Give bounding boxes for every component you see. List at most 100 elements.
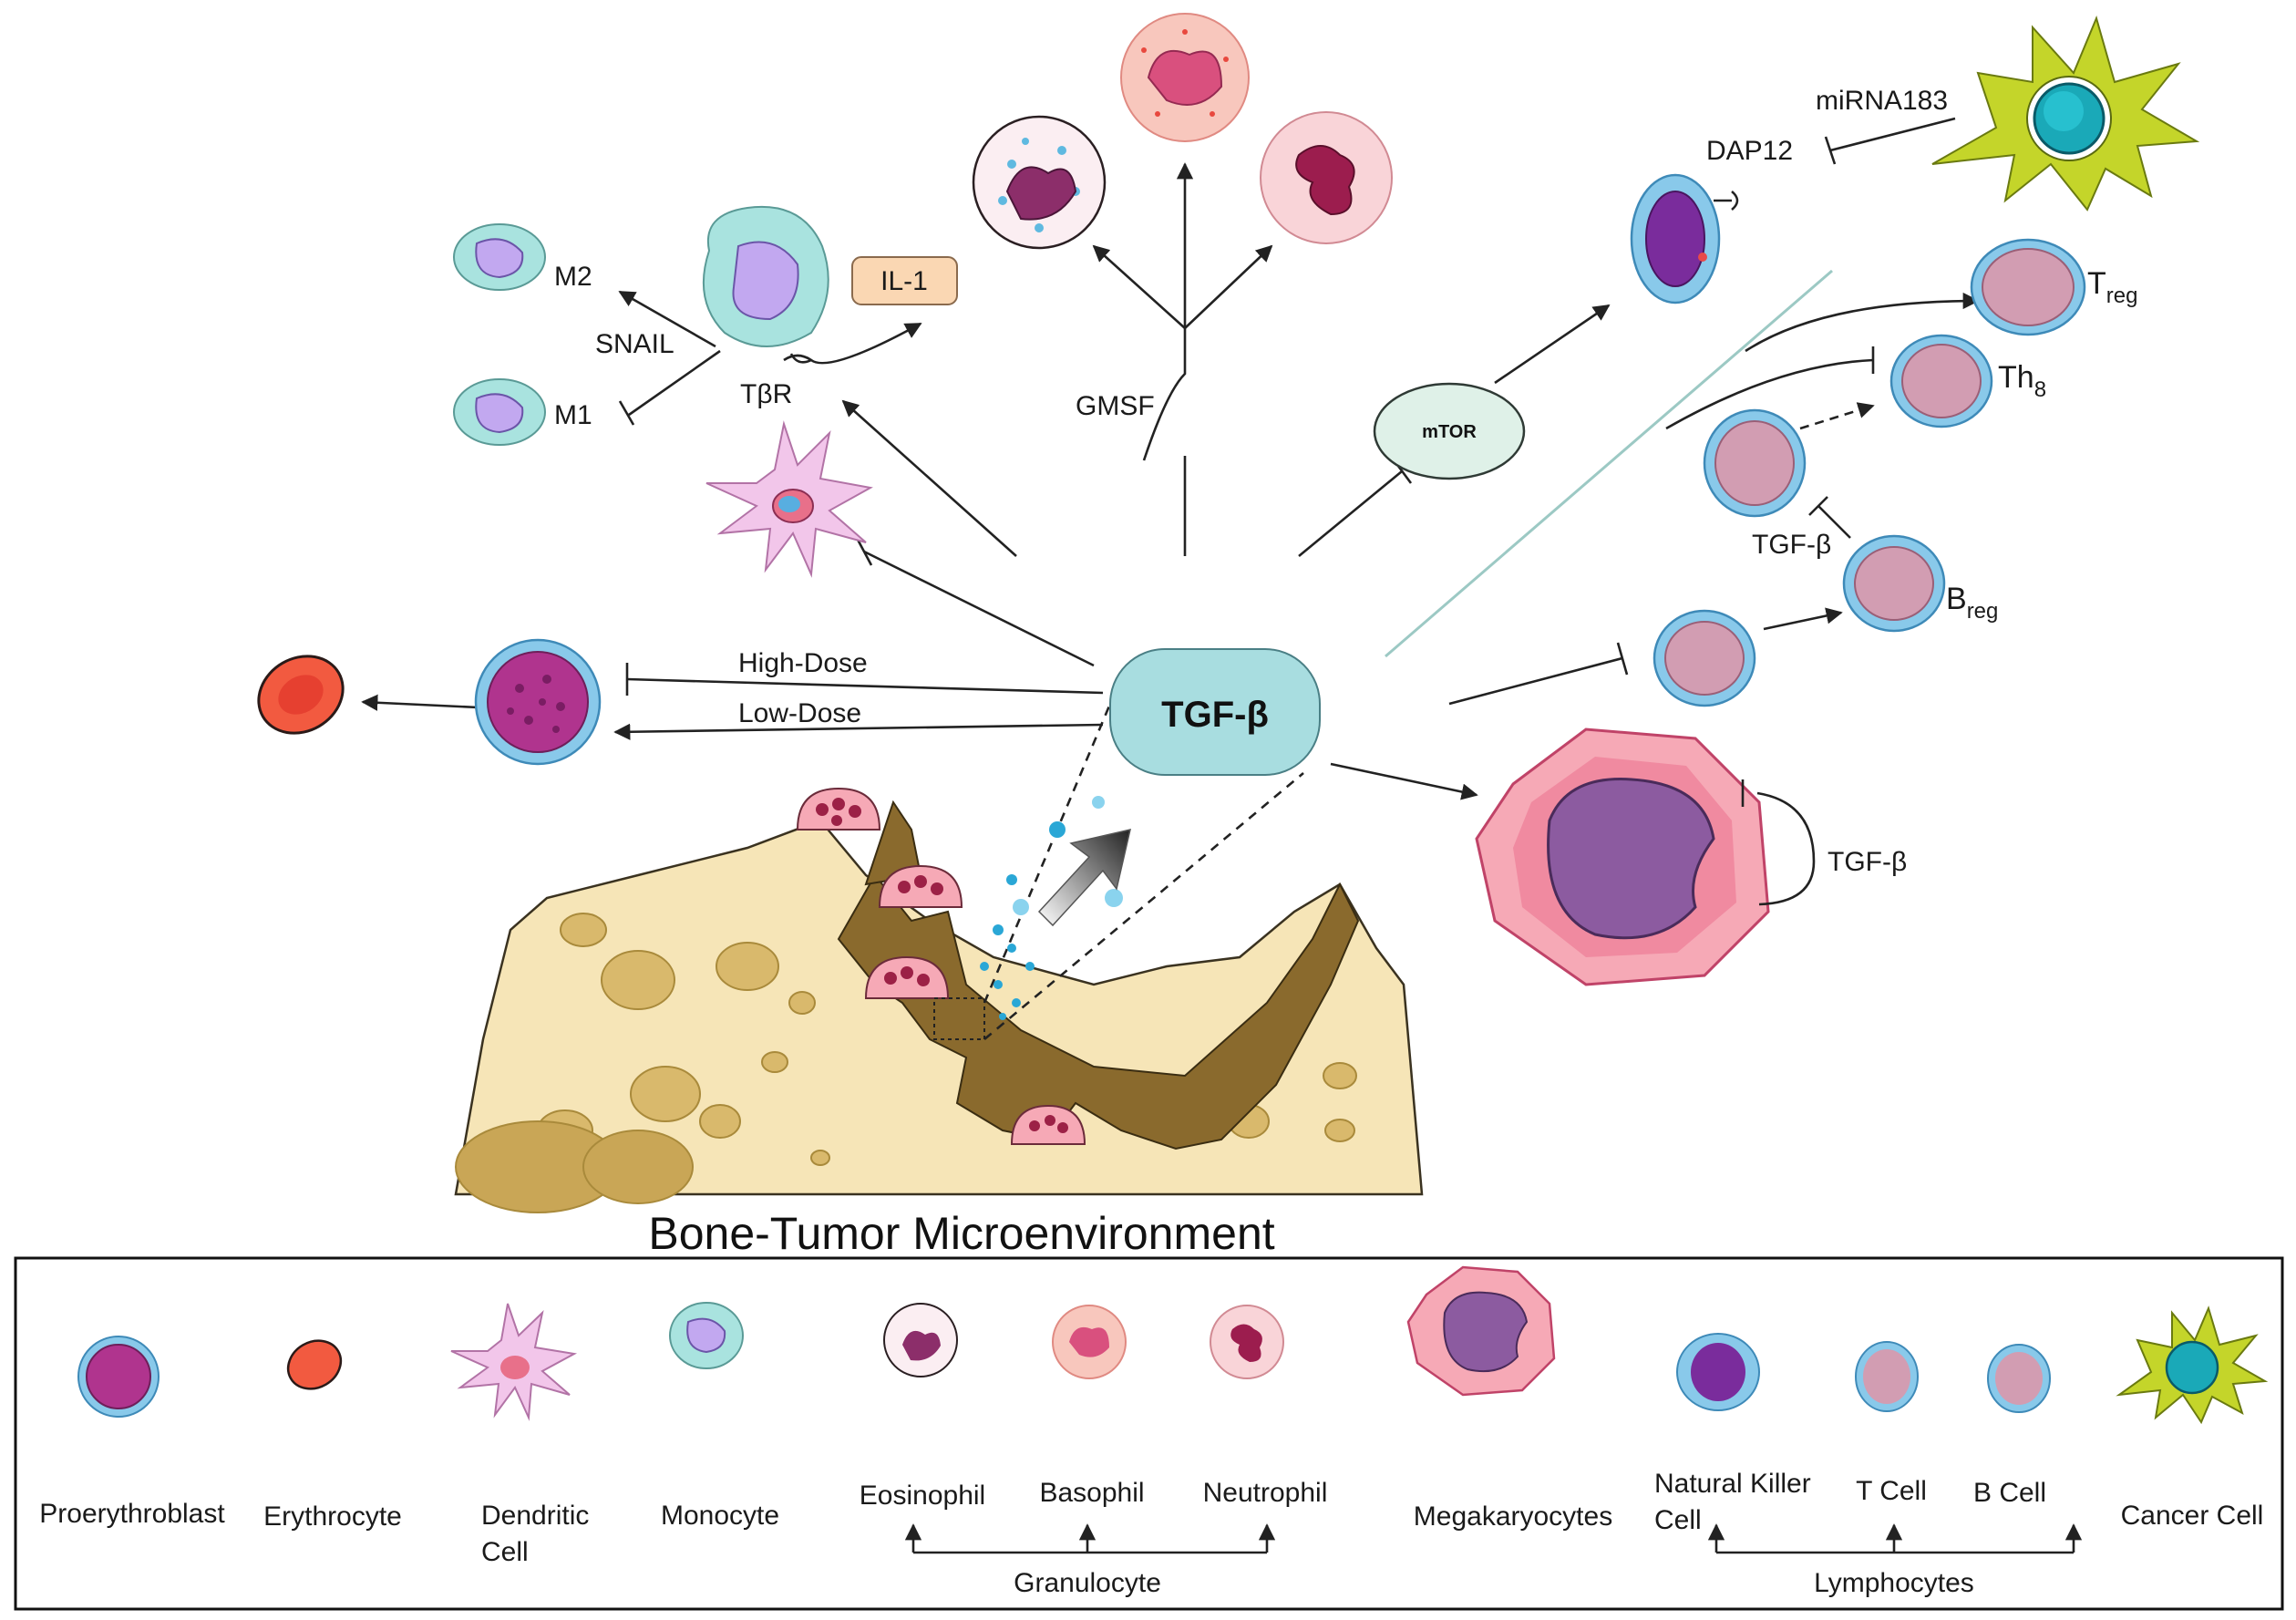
b-cell-naive — [1653, 609, 1756, 707]
loop-autocrine — [1756, 791, 1816, 906]
legend-icon-megakaryocyte — [1406, 1265, 1556, 1397]
line-low-dose — [613, 723, 1104, 740]
label-high-dose: High-Dose — [738, 648, 868, 678]
il1-label: IL-1 — [880, 266, 928, 296]
label-tgf-beta-side: TGF-β — [1752, 530, 1831, 560]
macrophage-m2 — [453, 223, 546, 291]
inhibit-bar-m1 — [618, 400, 635, 426]
receptor-tbr — [789, 353, 812, 364]
legend-icon-t-cell — [1855, 1341, 1919, 1412]
tgf-beta-node — [1109, 648, 1321, 776]
osteoclast-cell — [1010, 1104, 1086, 1145]
osteoclasts — [796, 787, 1086, 1145]
line-to-t-cells — [1385, 269, 1833, 658]
arrow-to-th8-dashed — [1799, 402, 1875, 430]
neutrophil-main — [1260, 111, 1393, 244]
group-label-granulocyte: Granulocyte — [1014, 1568, 1161, 1598]
legend-label-erythrocyte: Erythrocyte — [263, 1501, 402, 1532]
basophil-main — [1120, 13, 1250, 142]
arrow-to-il1 — [783, 322, 922, 365]
arrow-to-m2 — [618, 290, 716, 348]
megakaryocyte-main — [1475, 727, 1770, 986]
legend-icon-proerythroblast — [77, 1336, 160, 1418]
legend-icon-b-cell — [1987, 1344, 2051, 1413]
cancer-cell-main — [1931, 15, 2200, 212]
zoom-line-left — [983, 703, 1112, 1004]
label-snail: SNAIL — [595, 329, 674, 359]
legend-icon-cancer-cell — [2116, 1305, 2269, 1425]
legend-labels: Proerythroblast Erythrocyte Dendritic Ce… — [39, 1469, 2263, 1567]
label-tgf-beta-loop: TGF-β — [1828, 847, 1907, 877]
legend-icon-basophil — [1052, 1305, 1127, 1379]
legend-icon-dendritic — [450, 1303, 578, 1421]
line-to-erythrocyte — [361, 694, 479, 711]
line-high-dose — [626, 677, 1104, 695]
tgf-beta-label: TGF-β — [1161, 695, 1269, 735]
t-cell-naive — [1703, 408, 1807, 518]
legend-label-megakaryocytes: Megakaryocytes — [1414, 1501, 1612, 1532]
legend-icon-nk-cell — [1676, 1333, 1760, 1411]
scene-title: Bone-Tumor Microenvironment — [648, 1208, 1274, 1259]
th8-cell — [1889, 334, 1993, 428]
label-m1: M1 — [554, 400, 592, 430]
osteoclast-cell — [796, 787, 881, 831]
eosinophil-main — [972, 115, 1107, 250]
legend-label-b-cell: B Cell — [1973, 1478, 2046, 1508]
erythrocyte-main — [257, 655, 345, 735]
inhibit-bar-tgf — [1808, 496, 1828, 516]
label-dap12: DAP12 — [1706, 136, 1793, 166]
zoom-line-right — [983, 772, 1304, 1040]
legend-icon-eosinophil — [883, 1303, 958, 1378]
label-tbr: TβR — [740, 379, 792, 409]
line-mirna — [1829, 117, 1956, 152]
tgf-release-particles — [980, 796, 1123, 1020]
label-th8: Th8 — [1998, 360, 2046, 402]
proerythroblast-main — [474, 638, 602, 766]
legend-label-monocyte: Monocyte — [661, 1501, 779, 1531]
inhibit-line-tgf — [1817, 505, 1851, 539]
line-mtor-to-nk — [1494, 304, 1611, 385]
mtor-node — [1373, 382, 1526, 480]
legend-box — [14, 1256, 2284, 1611]
label-m2: M2 — [554, 262, 592, 292]
legend-label-cancer-cell: Cancer Cell — [2121, 1501, 2264, 1531]
bone-large-lacuna-2 — [582, 1130, 694, 1204]
treg-cell — [1970, 238, 2086, 336]
line-to-th8 — [1665, 358, 1874, 430]
granulocyte-bracket — [904, 1523, 1276, 1554]
line-to-dendritic — [863, 550, 1095, 667]
legend-label-t-cell: T Cell — [1856, 1476, 1927, 1506]
line-to-basophil — [1142, 162, 1194, 461]
lymphocytes-bracket — [1707, 1523, 2083, 1554]
osteoclast-cell — [878, 864, 963, 908]
nk-cell-main — [1630, 173, 1721, 304]
tgf-signal-lines — [361, 162, 1980, 800]
legend-label-proerythroblast: Proerythroblast — [39, 1499, 225, 1529]
legend-icon-neutrophil — [1210, 1305, 1284, 1379]
legend-icon-monocyte — [669, 1302, 744, 1369]
monocyte-large — [702, 206, 829, 347]
osteoclast-cell — [864, 955, 950, 999]
mtor-label: mTOR — [1422, 422, 1477, 442]
line-to-megakaryocyte — [1330, 762, 1478, 800]
legend-label-dendritic-1: Dendritic — [481, 1501, 589, 1531]
legend-label-dendritic-2: Cell — [481, 1537, 529, 1567]
group-label-lymphocytes: Lymphocytes — [1814, 1568, 1974, 1598]
arrow-to-breg — [1763, 607, 1843, 631]
bone-tumor-scene — [454, 703, 1424, 1213]
line-to-neutrophil — [1184, 244, 1273, 329]
label-low-dose: Low-Dose — [738, 698, 861, 728]
dendritic-cell-main — [705, 420, 873, 578]
legend-label-basophil: Basophil — [1039, 1478, 1144, 1508]
legend-label-nk-2: Cell — [1654, 1505, 1702, 1535]
release-arrow — [1037, 828, 1132, 927]
inhibit-bar-b-cell — [1616, 642, 1629, 676]
il1-box — [851, 256, 958, 305]
line-to-m1 — [628, 349, 721, 417]
legend-label-neutrophil: Neutrophil — [1203, 1478, 1328, 1508]
legend-label-eosinophil: Eosinophil — [860, 1481, 985, 1511]
label-gmsf: GMSF — [1076, 391, 1155, 421]
legend-label-nk-1: Natural Killer — [1654, 1469, 1811, 1499]
line-to-monocyte — [841, 399, 1017, 557]
